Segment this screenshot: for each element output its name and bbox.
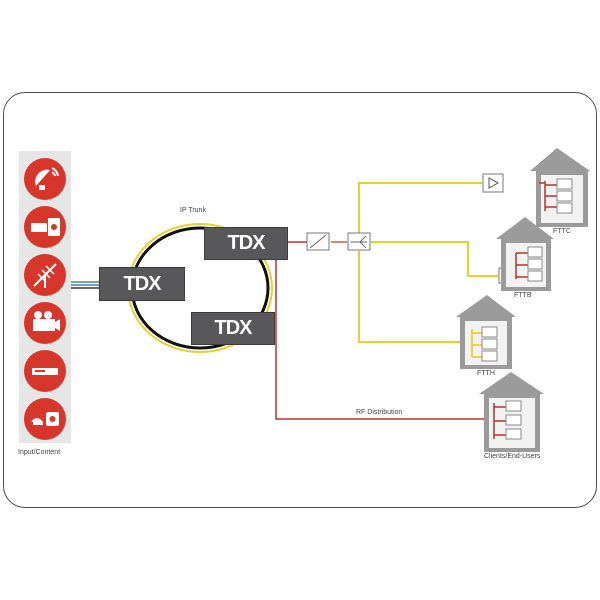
rf-distribution-line — [275, 244, 488, 420]
fttb-label: FTTB — [514, 292, 532, 299]
optical-splitter-icon — [347, 232, 371, 251]
broadcast-camera-icon — [24, 302, 66, 344]
tdx-logo: TDX — [214, 317, 253, 339]
house-fttc — [530, 148, 590, 227]
house-fttb — [496, 217, 554, 291]
clients-label: Clients/End-Users — [484, 453, 541, 460]
camera-input-icon — [24, 206, 66, 248]
optical-transmitter-icon — [306, 232, 330, 251]
tdx-node-rf: TDX — [204, 227, 288, 260]
media-player-icon — [24, 398, 66, 440]
set-top-box-icon — [24, 350, 66, 392]
house-ftth — [456, 295, 516, 369]
rf-distribution-label: RF Distribution — [356, 409, 403, 416]
tdx-logo: TDX — [123, 272, 162, 295]
tdx-node-trunk: TDX — [191, 312, 275, 345]
input-content-label: Input/Content — [18, 449, 61, 456]
fiber-ftth — [358, 251, 460, 343]
tdx-node-input: TDX — [99, 267, 185, 301]
network-links — [71, 148, 590, 452]
ip-trunk-label: IP Trunk — [180, 207, 206, 214]
diagram-frame: Input/Content TDX TDX TDX IP Trunk RF Di… — [3, 92, 597, 508]
tdx-logo: TDX — [227, 232, 266, 254]
satellite-dish-icon — [24, 158, 66, 200]
fiber-fttc — [358, 182, 482, 233]
fiber-fttb — [371, 241, 498, 277]
amplifier-icon-fttc — [482, 173, 504, 193]
antenna-icon — [24, 254, 66, 296]
ftth-label: FTTH — [477, 370, 495, 377]
fttc-label: FTTC — [553, 228, 571, 235]
house-clients — [479, 372, 544, 452]
input-panel — [19, 151, 71, 443]
